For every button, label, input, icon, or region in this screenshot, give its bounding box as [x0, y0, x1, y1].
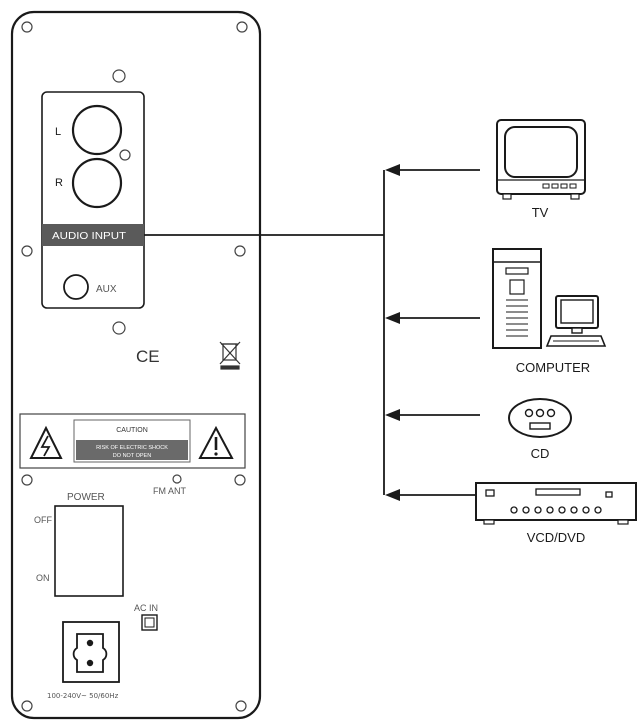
computer-monitor-icon	[545, 295, 607, 347]
connection-lines	[144, 169, 480, 496]
power-off-label: OFF	[34, 515, 52, 525]
tv-icon	[496, 119, 586, 200]
screw	[21, 21, 33, 33]
screw	[112, 69, 126, 83]
arrow-head	[385, 164, 400, 176]
jack-screw	[119, 149, 131, 161]
audio-input-label: AUDIO INPUT	[52, 231, 126, 242]
caution-warning-strip	[76, 440, 188, 460]
arrow-head	[385, 409, 400, 421]
left-input-jack[interactable]	[71, 104, 123, 156]
warning-exclamation-icon	[198, 425, 234, 459]
screw	[21, 700, 33, 712]
right-input-jack[interactable]	[71, 157, 123, 209]
vcd-dvd-label: VCD/DVD	[527, 530, 586, 545]
power-label: POWER	[67, 492, 105, 503]
rear-panel: L R AUDIO INPUT AUX CE CAUTION RISK OF E…	[10, 10, 262, 720]
arrowheads	[385, 164, 400, 501]
weee-bin-icon	[219, 341, 241, 370]
ac-in-switch-inner	[144, 617, 155, 628]
tv-label: TV	[532, 205, 549, 220]
ac-in-switch[interactable]	[141, 614, 158, 631]
computer-label: COMPUTER	[516, 360, 590, 375]
screw	[234, 474, 246, 486]
aux-label: AUX	[96, 284, 117, 295]
arrow-head	[385, 489, 400, 501]
screw	[112, 321, 126, 335]
ce-mark: CE	[136, 347, 160, 366]
ac-pin	[86, 659, 94, 667]
ac-inlet-socket	[72, 633, 108, 673]
computer-tower-icon	[492, 248, 542, 349]
screw	[21, 474, 33, 486]
caution-line-1: RISK OF ELECTRIC SHOCK	[96, 445, 168, 451]
ac-pin	[86, 639, 94, 647]
audio-input-band	[42, 224, 144, 246]
dvd-player-icon	[475, 482, 637, 525]
right-channel-label: R	[55, 177, 63, 189]
aux-input-jack[interactable]	[63, 274, 89, 300]
power-switch[interactable]	[54, 505, 124, 597]
ac-in-label: AC IN	[134, 603, 158, 613]
screw	[21, 245, 33, 257]
screw	[236, 21, 248, 33]
warning-triangle-icon	[29, 425, 63, 459]
fm-antenna-jack[interactable]	[172, 474, 182, 484]
caution-title: CAUTION	[116, 427, 148, 434]
screw	[234, 245, 246, 257]
power-on-label: ON	[36, 573, 50, 583]
cd-label: CD	[531, 446, 550, 461]
voltage-label: 100-240V~ 50/60Hz	[47, 692, 119, 700]
cd-player-icon	[508, 398, 572, 438]
arrow-head	[385, 312, 400, 324]
caution-line-2: DO NOT OPEN	[113, 453, 151, 459]
fm-ant-label: FM ANT	[153, 486, 187, 496]
screw	[235, 700, 247, 712]
left-channel-label: L	[55, 126, 61, 138]
